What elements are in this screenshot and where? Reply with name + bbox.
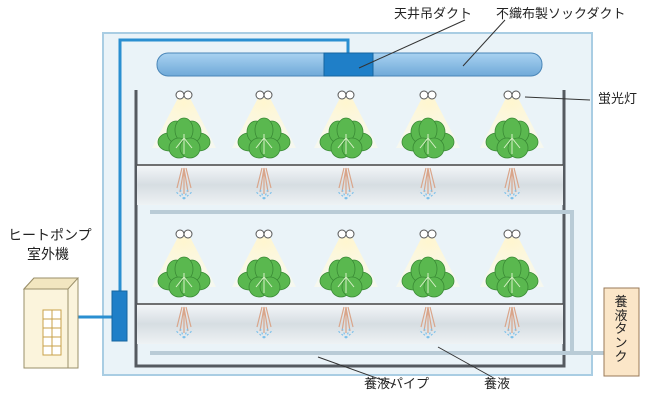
fluorescent-lamp-icon bbox=[503, 90, 513, 100]
plant-roots bbox=[256, 306, 272, 333]
leaf-vein bbox=[503, 273, 521, 293]
shelf-frame bbox=[134, 90, 566, 368]
lettuce-leaf bbox=[259, 137, 281, 159]
plant-roots bbox=[504, 167, 520, 194]
fluorescent-lamp-icon bbox=[183, 90, 193, 100]
plant-roots bbox=[338, 167, 354, 194]
fluorescent-lamp-icon bbox=[345, 229, 355, 239]
leaf-vein bbox=[175, 134, 193, 154]
fluorescent-lamp-icon bbox=[255, 90, 265, 100]
lettuce-leaf bbox=[507, 276, 529, 298]
fluorescent-lamp-icon bbox=[337, 229, 347, 239]
fluorescent-lamp-icon bbox=[183, 229, 193, 239]
lettuce-leaf bbox=[179, 276, 201, 298]
plant-roots bbox=[420, 167, 436, 194]
growing-tray bbox=[137, 304, 563, 344]
indoor-unit bbox=[111, 290, 128, 342]
plant-roots bbox=[176, 167, 192, 194]
fluorescent-lamp-icon bbox=[427, 90, 437, 100]
nutrient-pipe-label: 養液パイプ bbox=[364, 377, 430, 392]
lettuce-leaf bbox=[341, 137, 363, 159]
fluorescent-lamp-label: 蛍光灯 bbox=[598, 92, 638, 107]
fluorescent-lamp-icon bbox=[263, 229, 273, 239]
ceiling-duct-label: 天井吊ダクト bbox=[394, 7, 473, 22]
heat-pump-label-2: 室外機 bbox=[27, 247, 69, 263]
heat-pump-label-1: ヒートポンプ bbox=[8, 228, 92, 244]
lettuce-leaf bbox=[423, 137, 445, 159]
plant-roots bbox=[176, 306, 192, 333]
leaf-vein bbox=[337, 273, 355, 293]
fluorescent-lamp-icon bbox=[255, 229, 265, 239]
plant-roots bbox=[504, 306, 520, 333]
lettuce-leaf bbox=[259, 276, 281, 298]
fluorescent-lamp-icon bbox=[503, 229, 513, 239]
leaf-vein bbox=[255, 134, 273, 154]
fluorescent-lamp-icon bbox=[337, 90, 347, 100]
heat-pump-outdoor-unit bbox=[22, 277, 80, 369]
lettuce-leaf bbox=[423, 276, 445, 298]
nutrient-solution-label: 養液 bbox=[484, 377, 511, 392]
fluorescent-lamp-icon bbox=[175, 229, 185, 239]
leader-lines bbox=[317, 19, 591, 386]
plant-roots bbox=[420, 306, 436, 333]
leaf-vein bbox=[175, 273, 193, 293]
leaf-vein bbox=[255, 273, 273, 293]
growing-tray bbox=[137, 165, 563, 205]
leaf-vein bbox=[337, 134, 355, 154]
fluorescent-lamp-icon bbox=[345, 90, 355, 100]
nutrient-tank bbox=[603, 287, 640, 377]
upper-tier bbox=[137, 90, 563, 205]
fluorescent-lamp-icon bbox=[419, 229, 429, 239]
lower-tier bbox=[137, 229, 563, 344]
fluorescent-lamp-icon bbox=[263, 90, 273, 100]
lettuce-leaf bbox=[341, 276, 363, 298]
leaf-vein bbox=[419, 273, 437, 293]
lettuce-leaf bbox=[179, 137, 201, 159]
fluorescent-lamp-icon bbox=[427, 229, 437, 239]
plant-roots bbox=[256, 167, 272, 194]
nutrient-tank-label: 養液タンク bbox=[614, 295, 628, 365]
fluorescent-lamp-icon bbox=[511, 90, 521, 100]
ceiling-duct bbox=[323, 52, 374, 77]
fluorescent-lamp-icon bbox=[175, 90, 185, 100]
nonwoven-duct-label: 不織布製ソックダクト bbox=[496, 7, 626, 22]
lettuce-leaf bbox=[507, 137, 529, 159]
fluorescent-lamp-icon bbox=[419, 90, 429, 100]
plant-roots bbox=[338, 306, 354, 333]
leaf-vein bbox=[419, 134, 437, 154]
nutrient-return-pipe bbox=[150, 210, 604, 355]
leaf-vein bbox=[503, 134, 521, 154]
fluorescent-lamp-icon bbox=[511, 229, 521, 239]
